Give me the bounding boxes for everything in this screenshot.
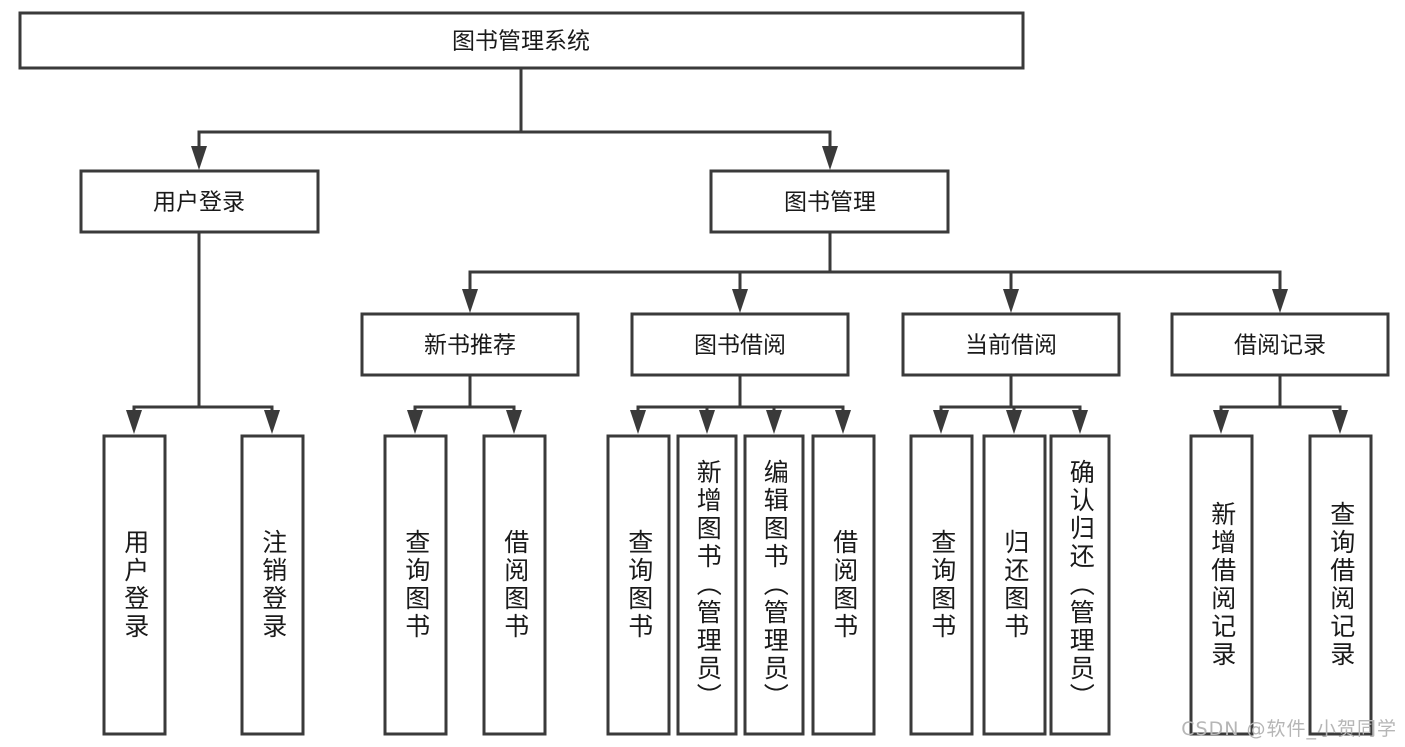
node-root-label: 图书管理系统	[452, 29, 590, 55]
leaf-box[interactable]	[606, 434, 671, 736]
leaf-box[interactable]	[676, 434, 738, 736]
node-new-book-recommend-label: 新书推荐	[424, 333, 516, 359]
leaf-box[interactable]	[482, 434, 547, 736]
node-current-borrow[interactable]: 当前借阅	[901, 312, 1121, 377]
node-book-borrow[interactable]: 图书借阅	[630, 312, 850, 377]
leaf-box[interactable]	[240, 434, 305, 736]
connector-current-to-leaves	[933, 373, 1088, 434]
leaf-box[interactable]	[1308, 434, 1373, 736]
leaf-box[interactable]	[909, 434, 974, 736]
leaf-box[interactable]	[743, 434, 805, 736]
connector-userlogin-to-leaves	[126, 230, 280, 434]
connector-record-to-leaves	[1213, 373, 1348, 434]
leaf-box[interactable]	[811, 434, 876, 736]
node-book-management-label: 图书管理	[784, 190, 876, 216]
node-borrow-record[interactable]: 借阅记录	[1170, 312, 1390, 377]
node-current-borrow-label: 当前借阅	[965, 333, 1057, 359]
leaf-box[interactable]	[1049, 434, 1111, 736]
node-user-login-label: 用户登录	[153, 190, 245, 216]
node-book-borrow-label: 图书借阅	[694, 333, 786, 359]
leaf-box[interactable]	[982, 434, 1047, 736]
node-book-management[interactable]: 图书管理	[709, 169, 950, 234]
connector-newbook-to-leaves	[407, 373, 522, 434]
connector-root-to-level2	[191, 66, 838, 170]
leaf-box[interactable]	[383, 434, 448, 736]
connector-bookmgmt-to-level3	[462, 230, 1288, 313]
leaf-box[interactable]	[102, 434, 167, 736]
csdn-watermark: CSDN @软件_小贺同学	[1181, 718, 1397, 740]
node-new-book-recommend[interactable]: 新书推荐	[360, 312, 580, 377]
node-user-login[interactable]: 用户登录	[79, 169, 320, 234]
connector-borrow-to-leaves	[630, 373, 851, 434]
node-root[interactable]: 图书管理系统	[18, 11, 1025, 70]
node-borrow-record-label: 借阅记录	[1234, 333, 1326, 359]
leaf-box[interactable]	[1189, 434, 1254, 736]
